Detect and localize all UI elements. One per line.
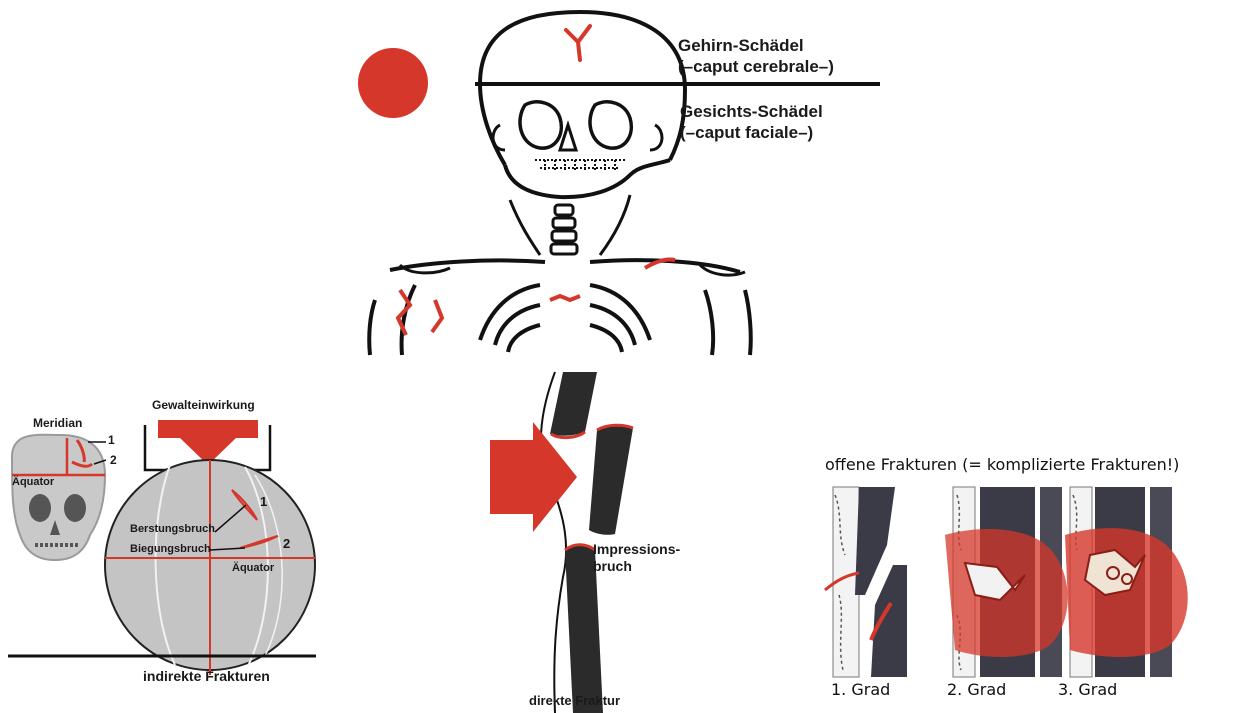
open-fractures-panel: offene Frakturen (= komplizierte Fraktur… <box>815 455 1235 705</box>
grade-2-illustration <box>945 487 1068 677</box>
grade-3-label: 3. Grad <box>1058 680 1117 699</box>
direct-fracture-panel: Impressions- bruch direkte Fraktur <box>485 372 665 713</box>
brain-skull-label: Gehirn-Schädel <box>678 36 804 56</box>
scapula-fracture-left <box>398 290 442 335</box>
brain-skull-latin: (–caput cerebrale–) <box>678 57 834 77</box>
direct-caption: direkte Fraktur <box>529 693 620 708</box>
jaw-outline <box>505 160 670 197</box>
aequator-big-label: Äquator <box>232 562 274 574</box>
face-skull-label: Gesichts-Schädel <box>680 102 823 122</box>
right-eye-socket <box>590 102 631 148</box>
cervical-spine <box>551 205 577 254</box>
grade-2-label: 2. Grad <box>947 680 1006 699</box>
force-arrow-icon <box>158 420 258 465</box>
left-eye-socket <box>520 102 561 148</box>
indirect-fractures-panel: Meridian 1 2 Äquator Gewalteinwirkung 1 … <box>0 390 330 710</box>
biegungsbruch-label: Biegungsbruch <box>130 543 211 555</box>
impression-label-line2: bruch <box>593 558 632 574</box>
force-label: Gewalteinwirkung <box>152 398 255 412</box>
marker-2-big: 2 <box>283 536 290 551</box>
open-fracture-drawing <box>815 455 1235 705</box>
bone-upper <box>550 372 597 436</box>
teeth <box>535 160 625 172</box>
aequator-small-label: Äquator <box>12 476 54 488</box>
impression-label-line1: Impressions- <box>593 541 680 557</box>
skeleton-drawing <box>340 0 900 355</box>
skull-skeleton-panel: Gehirn-Schädel (–caput cerebrale–) Gesic… <box>340 0 900 355</box>
small-skull <box>12 435 105 560</box>
rib-cage <box>480 285 650 352</box>
cranium-fracture <box>566 26 590 60</box>
face-skull-latin: (–caput faciale–) <box>680 123 813 143</box>
red-dot-icon <box>358 48 428 118</box>
berstungsbruch-label: Berstungsbruch <box>130 523 215 535</box>
bone-displaced <box>589 426 633 535</box>
meridian-label: Meridian <box>33 416 82 430</box>
grade-1-label: 1. Grad <box>831 680 890 699</box>
marker-2-small: 2 <box>110 453 117 467</box>
grade-3-illustration <box>1065 487 1188 677</box>
sternum-fracture <box>550 296 580 300</box>
grade-1-illustration <box>825 487 907 677</box>
marker-1-small: 1 <box>108 433 115 447</box>
marker-1-big: 1 <box>260 494 267 509</box>
indirect-caption: indirekte Frakturen <box>143 668 270 684</box>
